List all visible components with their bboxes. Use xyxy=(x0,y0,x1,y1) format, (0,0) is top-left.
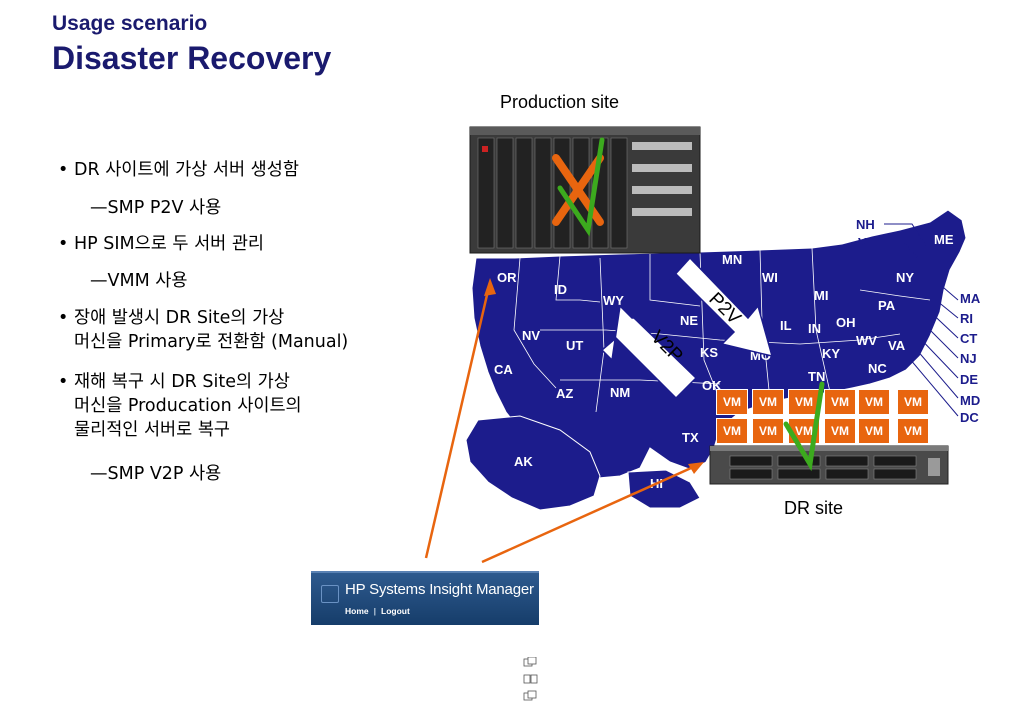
production-site-label: Production site xyxy=(500,92,620,112)
leader-lines xyxy=(884,223,959,417)
bullet-4-sub: —SMP V2P 사용 xyxy=(90,464,222,484)
bullet-dot: • xyxy=(58,308,69,328)
state-label-mn: MN xyxy=(722,252,742,267)
bullet-4: • 재해 복구 시 DR Site의 가상 머신을 Producation 사이… xyxy=(58,370,302,442)
state-label-md: MD xyxy=(960,393,980,408)
hp-sim-nav: Home | Logout xyxy=(345,606,410,616)
dr-site-label: DR site xyxy=(784,498,844,518)
hp-sim-logo-icon xyxy=(321,585,339,603)
document-icon xyxy=(523,674,531,684)
hp-sim-banner: HP Systems Insight Manager Home | Logout xyxy=(311,571,539,625)
state-label-or: OR xyxy=(497,270,517,285)
sim-logout-link[interactable]: Logout xyxy=(381,606,410,616)
state-label-nc: NC xyxy=(868,361,887,376)
vm-box: VM xyxy=(897,418,929,444)
vm-box: VM xyxy=(858,418,890,444)
us-map-hawaii xyxy=(627,469,701,509)
dr-check-mark-icon xyxy=(783,381,825,472)
arrowhead-to-production xyxy=(484,278,496,296)
hp-sim-title: HP Systems Insight Manager xyxy=(345,581,534,598)
bullet-4-line-3: 물리적인 서버로 복구 xyxy=(74,420,231,440)
vm-box: VM xyxy=(897,389,929,415)
slide-title: Disaster Recovery xyxy=(52,40,332,76)
state-label-me: ME xyxy=(934,232,954,247)
state-label-dc: DC xyxy=(960,410,979,425)
vm-box: VM xyxy=(824,389,856,415)
state-label-vt: VT xyxy=(858,235,875,250)
bullet-2: • HP SIM으로 두 서버 관리 xyxy=(58,232,265,256)
state-label-tn: TN xyxy=(808,369,825,384)
state-label-wy: WY xyxy=(603,293,624,308)
us-map-alaska xyxy=(465,415,601,511)
state-label-pa: PA xyxy=(878,298,896,313)
state-label-va: VA xyxy=(888,338,906,353)
state-label-ak: AK xyxy=(514,454,533,469)
vm-box: VM xyxy=(716,418,748,444)
state-label-ne: NE xyxy=(680,313,698,328)
management-links xyxy=(424,281,701,564)
arrowhead-to-dr xyxy=(688,462,704,474)
bullet-dot: • xyxy=(58,372,69,392)
footer-icons xyxy=(523,657,538,701)
state-borders xyxy=(513,247,931,413)
bullet-1-text: DR 사이트에 가상 서버 생성함 xyxy=(74,160,299,180)
bullet-3-line-1: 장애 발생시 DR Site의 가상 xyxy=(74,308,285,328)
slide-subtitle: Usage scenario xyxy=(52,12,208,35)
bullet-1: • DR 사이트에 가상 서버 생성함 xyxy=(58,158,299,182)
vm-box: VM xyxy=(716,389,748,415)
bullet-1-sub: —SMP P2V 사용 xyxy=(90,198,222,218)
sim-home-link[interactable]: Home xyxy=(345,606,369,616)
vm-box: VM xyxy=(824,418,856,444)
bullet-dot: • xyxy=(58,160,69,180)
state-label-az: AZ xyxy=(556,386,573,401)
state-label-ky: KY xyxy=(822,346,840,361)
state-labels-west: OR ID WY NE NV UT CA AZ NM TX OK KS AK H… xyxy=(494,270,722,491)
production-server xyxy=(469,126,701,254)
state-label-ks: KS xyxy=(700,345,718,360)
bullet-2-sub: —VMM 사용 xyxy=(90,271,188,291)
sim-nav-separator: | xyxy=(373,606,377,616)
state-label-wi: WI xyxy=(762,270,778,285)
bullet-3: • 장애 발생시 DR Site의 가상 머신을 Primary로 전환함 (M… xyxy=(58,306,349,354)
bullet-3-line-2: 머신을 Primary로 전환함 (Manual) xyxy=(74,332,349,352)
state-label-ri: RI xyxy=(960,311,973,326)
state-label-nm: NM xyxy=(610,385,630,400)
state-label-ct: CT xyxy=(960,331,977,346)
bullet-4-line-1: 재해 복구 시 DR Site의 가상 xyxy=(74,372,290,392)
vm-box: VM xyxy=(752,418,784,444)
vm-box: VM xyxy=(752,389,784,415)
vm-box: VM xyxy=(858,389,890,415)
state-label-ma: MA xyxy=(960,291,981,306)
state-label-de: DE xyxy=(960,372,978,387)
state-label-nv: NV xyxy=(522,328,540,343)
bullet-2-text: HP SIM으로 두 서버 관리 xyxy=(74,234,265,254)
state-label-oh: OH xyxy=(836,315,856,330)
state-label-nj: NJ xyxy=(960,351,977,366)
state-label-ut: UT xyxy=(566,338,583,353)
state-label-id: ID xyxy=(554,282,567,297)
bullet-4-line-2: 머신을 Producation 사이트의 xyxy=(74,396,302,416)
state-label-in: IN xyxy=(808,321,821,336)
state-labels-east-outside: NH VT MA RI CT NJ DE MD DC xyxy=(856,217,981,425)
state-label-ny: NY xyxy=(896,270,914,285)
state-label-il: IL xyxy=(780,318,792,333)
bullet-dot: • xyxy=(58,234,69,254)
state-label-wv: WV xyxy=(856,333,877,348)
state-label-nh: NH xyxy=(856,217,875,232)
state-labels-east-inside: ME NY PA OH WV VA NC MI WI MN IL IN KY T… xyxy=(722,232,954,384)
state-label-tx: TX xyxy=(682,430,699,445)
dr-server xyxy=(709,445,949,485)
check-mark-icon xyxy=(557,137,605,237)
vm-box: VM xyxy=(788,389,820,415)
state-label-ca: CA xyxy=(494,362,513,377)
state-label-mi: MI xyxy=(814,288,828,303)
